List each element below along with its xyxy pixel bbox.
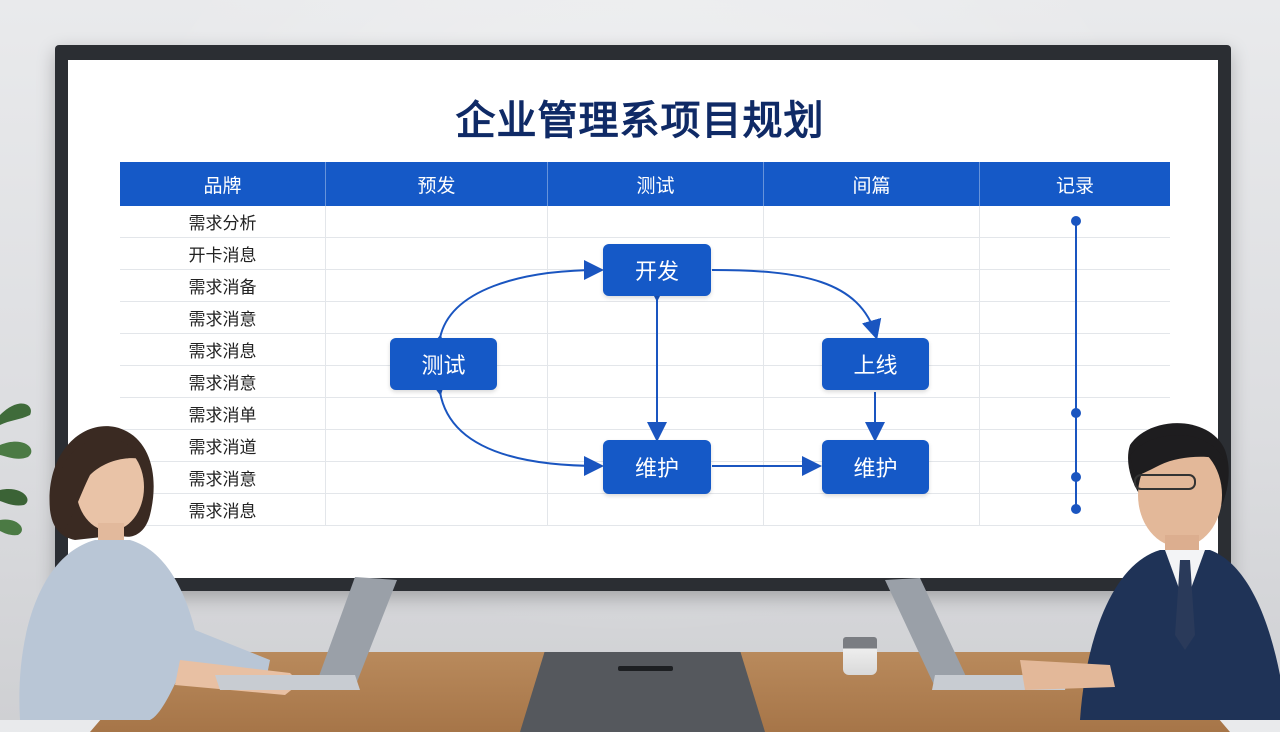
flow-node-test: 测试 [390,338,497,390]
flow-node-maintain-left: 维护 [603,440,711,494]
flow-node-maintain-right: 维护 [822,440,929,494]
header-brand: 品牌 [120,162,326,206]
table-row: 需求消息 [120,494,1170,526]
table-center-panel [520,652,765,732]
table-row: 需求消意 [120,302,1170,334]
header-interval: 间篇 [764,162,980,206]
header-test: 测试 [548,162,764,206]
row-label: 需求消道 [120,430,326,461]
table-row: 需求分析 [120,206,1170,238]
woman-at-laptop [19,426,300,720]
slide-title: 企业管理系项目规划 [455,98,825,144]
man-at-laptop [1020,423,1280,720]
flow-node-develop: 开发 [603,244,711,296]
row-label: 需求消意 [120,302,326,333]
planning-table: 品牌 预发 测试 间篇 记录 需求分析 开卡消息 需求消备 需求消意 需求消息 … [120,162,1170,526]
flow-node-launch: 上线 [822,338,929,390]
header-prerelease: 预发 [326,162,548,206]
row-label: 需求消意 [120,366,326,397]
row-label: 需求消意 [120,462,326,493]
table-row: 需求消单 [120,398,1170,430]
coffee-cup [843,637,877,675]
table-row: 需求消意 [120,366,1170,398]
row-label: 需求消息 [120,494,326,525]
table-cable-slot [618,666,673,671]
header-record: 记录 [1055,174,1094,197]
table-header: 品牌 预发 测试 间篇 记录 [120,162,1170,206]
row-label: 需求消息 [120,334,326,365]
row-label: 开卡消息 [120,238,326,269]
plant-leaves [0,403,32,536]
table-row: 需求消息 [120,334,1170,366]
row-label: 需求分析 [120,206,326,237]
left-laptop [215,577,397,690]
row-label: 需求消单 [120,398,326,429]
row-label: 需求消备 [120,270,326,301]
